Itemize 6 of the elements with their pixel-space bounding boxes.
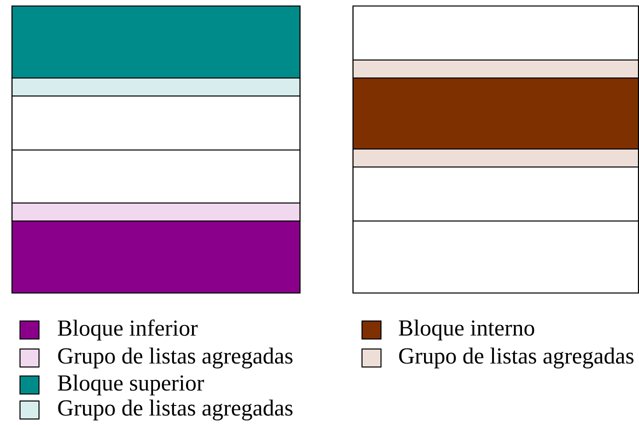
legend-label: Bloque superior [58,374,204,396]
legend-label: Grupo de listas agregadas [58,400,292,420]
legend-label: Grupo de listas agregadas [399,348,634,368]
legend-label: Bloque inferior [58,319,198,340]
legend-label: Bloque interno [398,320,534,340]
legend-label: Grupo de listas agregadas [58,348,292,368]
